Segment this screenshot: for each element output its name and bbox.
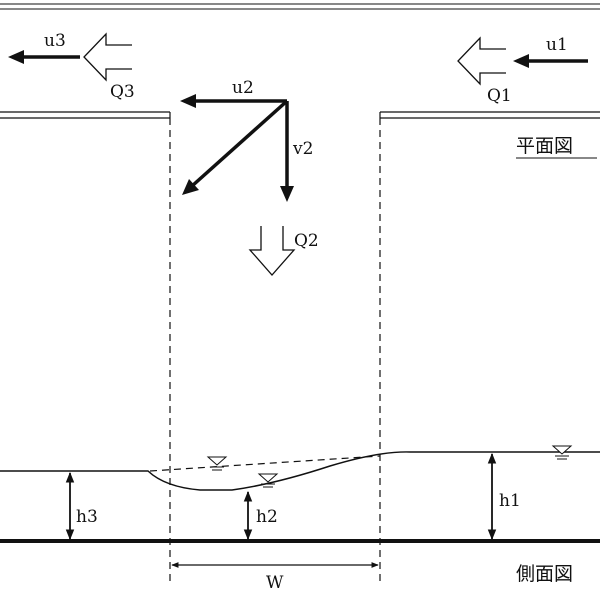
water-level-symbol-right (551, 445, 573, 460)
top-border (0, 3, 600, 10)
u1-velocity-arrow (513, 54, 588, 68)
q1-discharge-arrow (457, 36, 506, 86)
h3-label: h3 (76, 507, 98, 527)
plan-view-label: 平面図 (516, 135, 573, 157)
u2-label: u2 (232, 78, 254, 98)
side-view-label: 側面図 (516, 563, 573, 585)
water-surface-profile (0, 451, 600, 491)
main-channel-walls (0, 111, 600, 119)
u2-velocity-arrow (180, 94, 287, 108)
v2-velocity-arrow (280, 101, 294, 202)
u3-velocity-arrow (8, 50, 80, 64)
width-label: W (266, 573, 284, 593)
branch-boundaries (169, 118, 381, 585)
q2-discharge-arrow (248, 226, 296, 276)
q3-label: Q3 (110, 82, 135, 102)
q1-label: Q1 (487, 86, 512, 106)
q3-discharge-arrow (83, 32, 132, 82)
u1-label: u1 (546, 35, 568, 55)
q2-label: Q2 (294, 231, 319, 251)
h1-label: h1 (499, 491, 521, 511)
water-level-symbol-upper (206, 456, 228, 471)
v2-label: v2 (292, 139, 313, 159)
resultant-velocity-arrow (182, 99, 289, 195)
u3-label: u3 (44, 31, 66, 51)
water-level-symbol-lower (257, 473, 279, 488)
reference-water-surface (149, 455, 381, 472)
h2-label: h2 (256, 507, 278, 527)
